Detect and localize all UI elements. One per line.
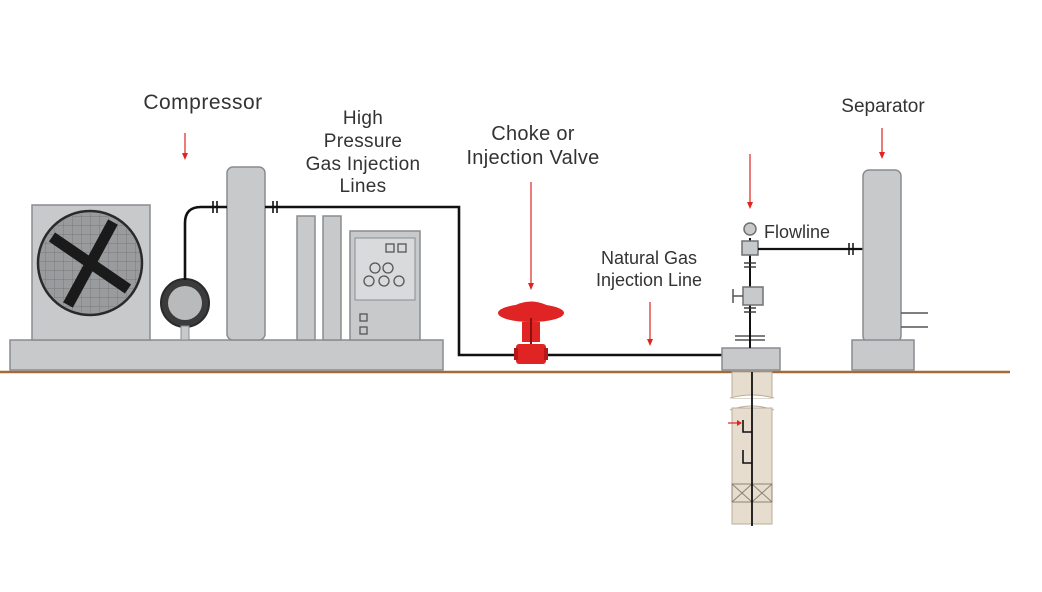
label-ngil-line-1: Natural Gas: [600, 248, 698, 268]
arrow-valve-downhole-icon: [728, 420, 742, 426]
separator-vessel: [851, 169, 928, 371]
flowline-pipe: [758, 243, 863, 255]
arrow-choke-icon: [528, 182, 534, 290]
arrow-separator-icon: [879, 128, 885, 159]
arrow-injection-line-icon: [647, 302, 653, 346]
wellhead: [721, 222, 781, 371]
pipe-flanges: [212, 201, 278, 213]
label-choke-valve: Choke or Injection Valve: [448, 122, 618, 170]
label-ngil-line-2: Injection Line: [595, 269, 703, 290]
label-natural-gas-injection-line: Natural Gas Injection Line: [578, 248, 720, 291]
label-hp-line-4: Lines: [339, 176, 387, 198]
label-compressor: Compressor: [143, 91, 263, 114]
label-flowline: Flowline: [764, 222, 831, 242]
scrubber-tower: [226, 166, 266, 341]
fan-blades-icon: [48, 219, 132, 308]
control-panel: [349, 230, 421, 341]
label-separator: Separator: [841, 96, 925, 117]
arrow-wellhead-icon: [747, 154, 753, 209]
label-choke-line-2: Injection Valve: [466, 147, 600, 169]
label-choke-line-1: Choke or: [491, 123, 575, 145]
choke-valve-icon: [498, 301, 564, 364]
label-hp-line-1: High: [342, 108, 384, 129]
arrow-compressor-icon: [182, 133, 188, 160]
label-hp-line-2: Pressure: [323, 130, 403, 152]
high-pressure-pipe: [183, 205, 722, 357]
label-hp-line-3: Gas Injection: [305, 153, 421, 175]
compressor-skid: [9, 166, 444, 371]
wellbore: [729, 371, 775, 526]
label-high-pressure-lines: High Pressure Gas Injection Lines: [290, 108, 436, 199]
pointer-arrows: [182, 128, 885, 426]
